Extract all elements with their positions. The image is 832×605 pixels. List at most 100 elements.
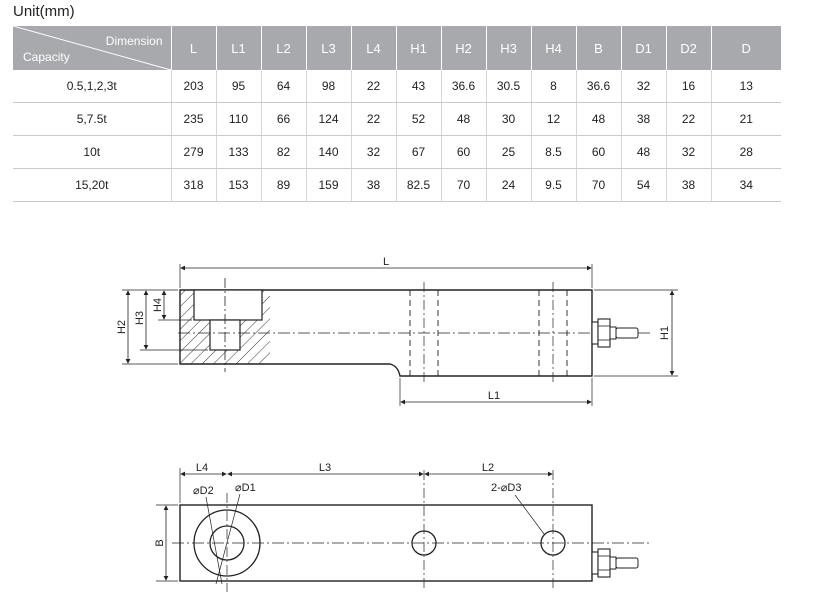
capacity-cell: 0.5,1,2,3t [13,70,172,103]
dim-label-D2: ⌀D2 [193,485,214,497]
dim-label-B: B [154,539,166,546]
cable-gland-side [591,318,639,348]
dimension-cell: 32 [351,135,397,169]
dim-label-H4: H4 [152,298,164,312]
hole-D3-right [540,470,566,590]
dimension-cell: 38 [666,168,712,202]
hole-D3-middle [411,470,437,590]
dimension-cell: 48 [576,102,622,136]
dimension-table: Dimension Capacity L L1 L2 L3 L4 H1 H2 H… [13,26,781,202]
dimension-cell: 13 [711,70,781,103]
header-dimension-label: Dimension [105,34,163,48]
dimension-cell: 30.5 [486,70,532,103]
dimension-cell: 25 [486,135,532,169]
capacity-cell: 15,20t [13,168,172,202]
dimension-cell: 22 [666,102,712,136]
gauge-hole-right [538,282,568,382]
dimension-cell: 38 [621,102,667,136]
dimension-cell: 54 [621,168,667,202]
column-header: H3 [486,26,532,70]
table-header-row: Dimension Capacity L L1 L2 L3 L4 H1 H2 H… [13,26,781,70]
dim-label-L3: L3 [319,462,331,474]
dim-label-L2: L2 [482,462,494,474]
dim-label-H1: H1 [659,326,671,340]
dimension-cell: 48 [621,135,667,169]
dimension-cell: 8 [531,70,577,103]
column-header: D [711,26,781,70]
dimension-cell: 36.6 [441,70,487,103]
dimension-cell: 70 [441,168,487,202]
dimension-cell: 52 [396,102,442,136]
dim-label-L1: L1 [488,390,500,402]
header-diagonal-cell: Dimension Capacity [13,26,172,70]
dimension-cell: 203 [171,70,217,103]
dimension-cell: 38 [351,168,397,202]
dimension-cell: 66 [261,102,307,136]
dimension-cell: 60 [576,135,622,169]
dimension-cell: 235 [171,102,217,136]
side-view: L L1 H1 H2 H3 H4 [116,256,678,406]
dimension-cell: 8.5 [531,135,577,169]
column-header: L1 [216,26,262,70]
dimension-cell: 22 [351,70,397,103]
dimension-cell: 70 [576,168,622,202]
dimension-cell: 34 [711,168,781,202]
dimension-cell: 153 [216,168,262,202]
column-header: H4 [531,26,577,70]
dim-label-D1: ⌀D1 [235,482,256,494]
dimension-cell: 82.5 [396,168,442,202]
dim-label-L4: L4 [196,462,208,474]
dimension-cell: 140 [306,135,352,169]
cable-gland-top [591,548,639,578]
dimension-cell: 279 [171,135,217,169]
dimension-cell: 9.5 [531,168,577,202]
dimension-cell: 67 [396,135,442,169]
dimension-cell: 124 [306,102,352,136]
column-header: L4 [351,26,397,70]
capacity-cell: 10t [13,135,172,169]
dimension-cell: 48 [441,102,487,136]
dimension-cell: 43 [396,70,442,103]
dimension-cell: 318 [171,168,217,202]
column-header: B [576,26,622,70]
dimension-cell: 64 [261,70,307,103]
dimension-cell: 95 [216,70,262,103]
dimension-cell: 82 [261,135,307,169]
unit-label: Unit(mm) [13,3,75,20]
dimension-cell: 110 [216,102,262,136]
header-diagonal-line [13,26,171,70]
capacity-cell: 5,7.5t [13,102,172,136]
dimension-cell: 36.6 [576,70,622,103]
dimension-cell: 32 [666,135,712,169]
dim-label-H2: H2 [116,320,128,334]
dimension-cell: 22 [351,102,397,136]
column-header: D1 [621,26,667,70]
dimension-cell: 89 [261,168,307,202]
dim-label-L: L [383,256,389,268]
dim-label-H3: H3 [134,311,146,325]
counterbore-top [193,289,263,321]
header-capacity-label: Capacity [23,50,70,64]
dimension-cell: 24 [486,168,532,202]
column-header: L [171,26,217,70]
dimension-cell: 21 [711,102,781,136]
side-view-body-outline [179,289,593,377]
dimension-cell: 12 [531,102,577,136]
column-header: L2 [261,26,307,70]
dimension-cell: 60 [441,135,487,169]
dimension-cell: 159 [306,168,352,202]
dim-label-D3: 2-⌀D3 [491,482,521,494]
dimension-cell: 32 [621,70,667,103]
column-header: D2 [666,26,712,70]
dimension-cell: 16 [666,70,712,103]
dimension-cell: 30 [486,102,532,136]
dimension-cell: 133 [216,135,262,169]
column-header: H2 [441,26,487,70]
gauge-hole-left [409,282,439,382]
top-view: L4 L3 L2 ⌀D2 ⌀D1 2-⌀D3 B [154,462,650,592]
